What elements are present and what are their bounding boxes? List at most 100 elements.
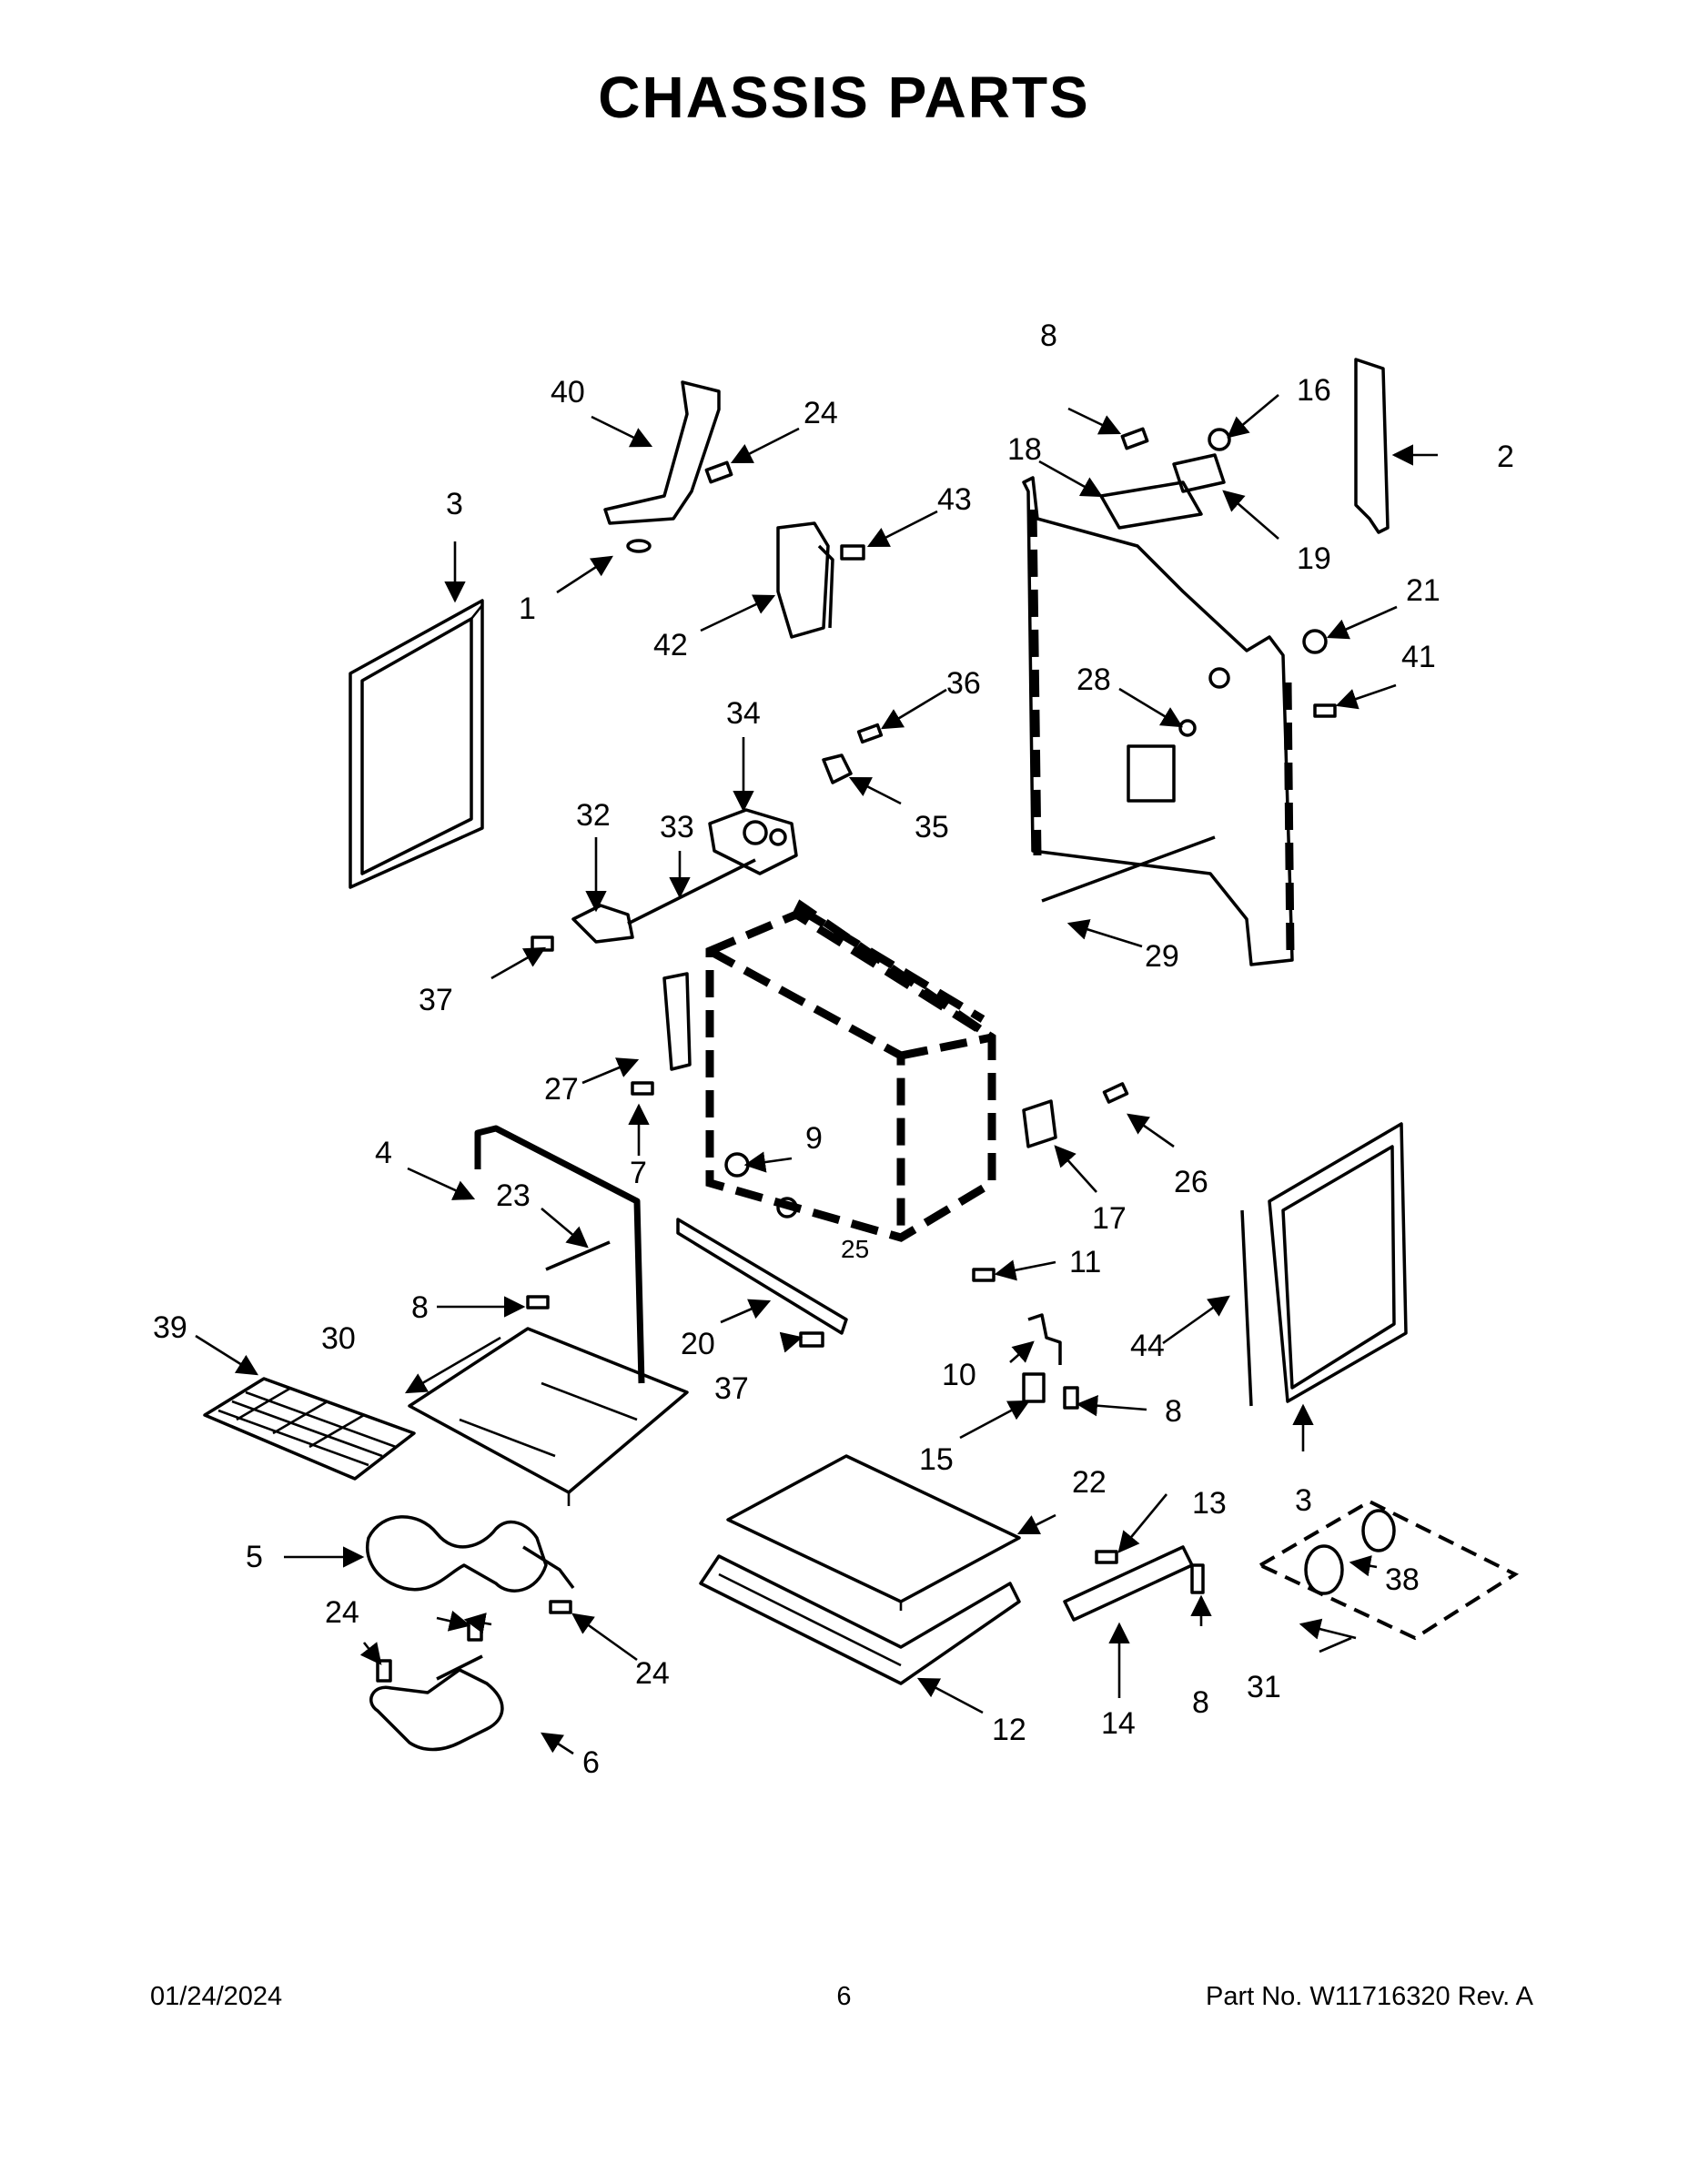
gasket-part bbox=[474, 1125, 645, 1384]
leveling-leg-part bbox=[1022, 1313, 1062, 1403]
callout-26: 26 bbox=[1174, 1165, 1208, 1199]
bake-element-part bbox=[366, 1515, 575, 1592]
wire-part bbox=[1041, 835, 1216, 903]
callout-32: 32 bbox=[576, 798, 611, 833]
callout-42: 42 bbox=[653, 628, 688, 662]
screw-part bbox=[840, 544, 865, 561]
callout-6: 6 bbox=[582, 1745, 600, 1780]
screw-part bbox=[704, 460, 733, 484]
callout-5: 5 bbox=[246, 1540, 263, 1574]
callout-20: 20 bbox=[681, 1327, 715, 1361]
callout-14: 14 bbox=[1101, 1706, 1136, 1741]
rail-part bbox=[676, 1218, 848, 1335]
screw-part bbox=[1063, 1386, 1079, 1410]
screw-part bbox=[631, 1081, 654, 1096]
bracket-part bbox=[1099, 480, 1203, 530]
callout-36: 36 bbox=[946, 666, 981, 701]
callout-16: 16 bbox=[1297, 373, 1331, 408]
callout-38: 38 bbox=[1385, 1562, 1420, 1597]
hinge-part bbox=[662, 972, 692, 1071]
corner-post-part bbox=[1354, 358, 1390, 534]
callout-15: 15 bbox=[919, 1442, 954, 1477]
broil-element-part bbox=[369, 1654, 504, 1752]
screw-part bbox=[1102, 1082, 1129, 1104]
rod-part bbox=[545, 1240, 611, 1271]
callout-24: 24 bbox=[635, 1656, 670, 1691]
callout-33: 33 bbox=[660, 810, 694, 844]
callout-7: 7 bbox=[630, 1156, 647, 1190]
callout-19: 19 bbox=[1297, 541, 1331, 576]
callout-9: 9 bbox=[805, 1121, 823, 1156]
callout-8: 8 bbox=[1165, 1394, 1182, 1429]
page-title: CHASSIS PARTS bbox=[598, 65, 1090, 130]
callout-22: 22 bbox=[1072, 1465, 1107, 1500]
screw-part bbox=[1190, 1563, 1205, 1594]
footer-date: 01/24/2024 bbox=[150, 1982, 283, 2011]
screw-part bbox=[799, 1331, 824, 1348]
callout-35: 35 bbox=[915, 810, 949, 844]
hinge-bracket-part bbox=[571, 904, 634, 944]
callout-28: 28 bbox=[1076, 662, 1111, 697]
bottom-panel-part bbox=[408, 1327, 689, 1506]
callout-23: 23 bbox=[496, 1178, 531, 1213]
drawer-base-part bbox=[699, 1554, 1021, 1685]
callout-17: 17 bbox=[1092, 1201, 1127, 1236]
callout-8: 8 bbox=[411, 1290, 429, 1325]
callout-34: 34 bbox=[726, 696, 761, 731]
drawer-panel-part bbox=[726, 1454, 1021, 1611]
terminal-block-part bbox=[1172, 453, 1226, 493]
fastener-part bbox=[724, 1152, 750, 1178]
callout-21: 21 bbox=[1406, 573, 1440, 608]
screw-part bbox=[376, 1659, 392, 1683]
side-panel-left bbox=[349, 599, 484, 889]
callout-3: 3 bbox=[446, 487, 463, 521]
oven-cavity-part bbox=[705, 899, 996, 1242]
callout-8: 8 bbox=[1040, 318, 1057, 353]
clip-part bbox=[1095, 1550, 1118, 1564]
switch-part bbox=[708, 808, 798, 875]
callout-25: 25 bbox=[841, 1235, 869, 1263]
trim-strip-part bbox=[1240, 1209, 1253, 1407]
callout-labels: 1 2 3 3 4 5 6 7 8 8 8 8 9 10 11 12 13 14… bbox=[153, 318, 1514, 1780]
callout-37: 37 bbox=[419, 983, 453, 1017]
callout-37: 37 bbox=[714, 1371, 749, 1406]
callout-2: 2 bbox=[1497, 440, 1514, 474]
callout-3: 3 bbox=[1295, 1483, 1312, 1518]
screw-part bbox=[972, 1268, 996, 1282]
nut-part bbox=[1208, 428, 1231, 451]
back-panel-part bbox=[1022, 476, 1295, 966]
side-panel-right bbox=[1268, 1122, 1408, 1403]
cover-part bbox=[776, 521, 834, 639]
leader-lines bbox=[195, 394, 1438, 1755]
callout-10: 10 bbox=[942, 1358, 976, 1392]
callout-24: 24 bbox=[804, 396, 838, 430]
callout-44: 44 bbox=[1130, 1329, 1165, 1363]
callout-29: 29 bbox=[1145, 939, 1179, 974]
footer-part-number: Part No. W11716320 Rev. A bbox=[1205, 1982, 1533, 2011]
callout-1: 1 bbox=[519, 592, 536, 626]
toe-kick-part bbox=[1063, 1545, 1194, 1622]
callout-13: 13 bbox=[1192, 1486, 1227, 1521]
clip-part bbox=[822, 753, 853, 784]
sensor-part bbox=[1178, 719, 1197, 737]
callout-41: 41 bbox=[1401, 640, 1436, 674]
grommet-part bbox=[1302, 629, 1328, 654]
fastener-part bbox=[776, 1197, 798, 1218]
bracket-part bbox=[603, 380, 721, 553]
callout-12: 12 bbox=[992, 1713, 1026, 1747]
screw-part bbox=[549, 1600, 572, 1614]
screw-part bbox=[856, 723, 884, 744]
callout-27: 27 bbox=[544, 1072, 579, 1107]
knob-kit-part bbox=[1256, 1499, 1520, 1641]
callout-24: 24 bbox=[325, 1595, 359, 1630]
callout-30: 30 bbox=[321, 1321, 356, 1356]
callout-43: 43 bbox=[937, 482, 972, 517]
callout-11: 11 bbox=[1069, 1245, 1101, 1279]
callout-39: 39 bbox=[153, 1310, 187, 1345]
callout-40: 40 bbox=[551, 375, 585, 410]
callout-18: 18 bbox=[1007, 432, 1042, 467]
screw-part bbox=[1313, 703, 1337, 718]
screw-part bbox=[1120, 427, 1149, 450]
callout-31: 31 bbox=[1247, 1670, 1281, 1704]
callout-4: 4 bbox=[375, 1136, 392, 1170]
